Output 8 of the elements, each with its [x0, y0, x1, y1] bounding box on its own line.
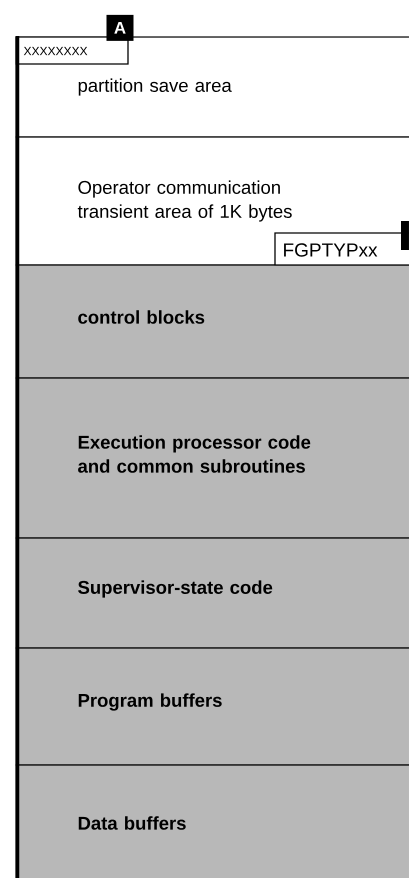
memory-area-box: Supervisor-state code	[15, 537, 409, 649]
memory-area-box: control blocks	[15, 264, 409, 379]
field-name-box: XXXXXXXX	[15, 36, 129, 65]
callout-letter: A	[106, 14, 134, 41]
memory-area-box: Execution processor code and common subroutines	[15, 377, 409, 539]
memory-area-box: Data buffers	[15, 764, 409, 878]
memory-area-box: Program buffers	[15, 647, 409, 766]
field-name-box: FGPTYPxx	[274, 232, 409, 266]
